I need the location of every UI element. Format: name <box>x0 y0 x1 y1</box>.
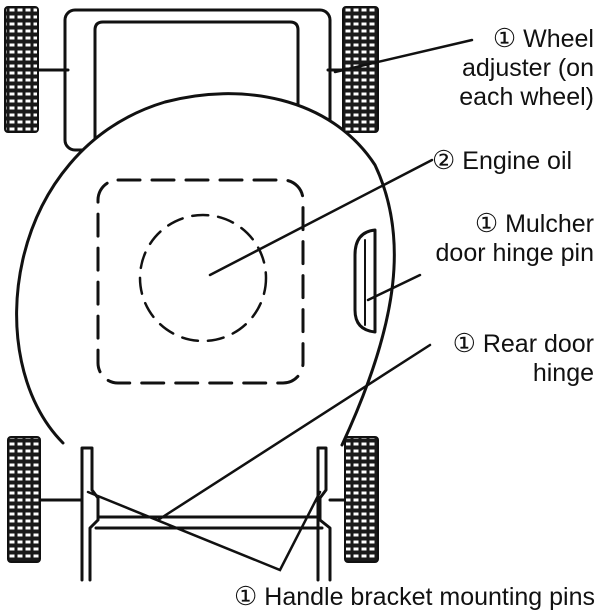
label-handle-bracket-mounting-pins: ① Handle bracket mounting pins <box>234 581 596 612</box>
label-rear-door-hinge: ① Rear door hinge <box>452 328 594 388</box>
mower-deck <box>15 92 396 447</box>
right-handle-bracket <box>316 446 332 582</box>
rear-left-wheel <box>7 436 41 563</box>
mulcher-door <box>353 228 377 334</box>
label-wheel-adjuster: ① Wheel adjuster (on each wheel) <box>459 23 594 112</box>
callout-number: ① <box>474 208 499 238</box>
engine-cover <box>96 178 305 385</box>
left-handle-bracket <box>80 446 100 582</box>
callout-number: ① <box>492 23 517 53</box>
front-housing-inner <box>93 20 300 152</box>
callout-number: ① <box>452 328 476 358</box>
label-engine-oil: ② Engine oil <box>432 145 573 176</box>
leader-wheel-adjuster <box>333 38 474 74</box>
front-left-wheel <box>4 6 39 133</box>
leader-handle-bracket-pins <box>86 490 322 572</box>
callout-number: ② <box>432 145 456 175</box>
leader-engine-oil <box>208 158 434 277</box>
label-mulcher-door-hinge-pin: ① Mulcher door hinge pin <box>435 208 594 268</box>
leader-mulcher-door <box>366 273 422 302</box>
rear-right-wheel <box>344 436 379 563</box>
oil-fill-cap <box>138 213 268 343</box>
callout-number: ① <box>234 581 258 611</box>
leader-rear-door-hinge <box>156 343 432 522</box>
